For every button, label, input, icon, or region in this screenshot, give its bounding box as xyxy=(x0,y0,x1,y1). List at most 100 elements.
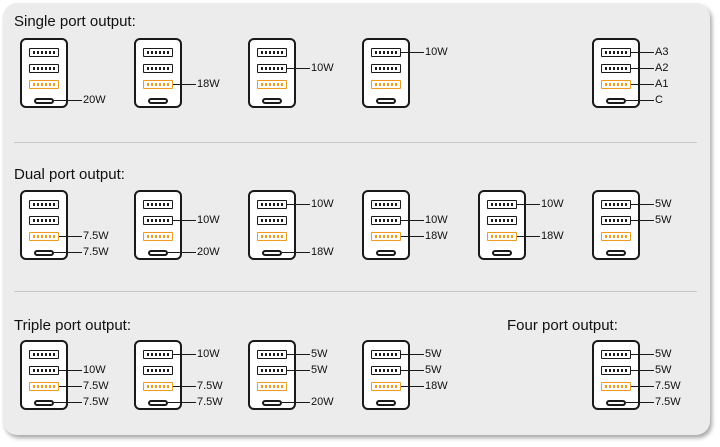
leader-line xyxy=(173,354,196,355)
usb-a-port-icon xyxy=(29,48,59,57)
port-pins xyxy=(33,369,55,372)
usb-c-port-icon xyxy=(262,400,282,406)
port-pins xyxy=(261,67,283,70)
port-output-label: 10W xyxy=(311,198,334,210)
section-title-dual: Dual port output: xyxy=(14,166,125,183)
port-output-label: A2 xyxy=(655,62,669,74)
port-pins xyxy=(605,353,627,356)
port-output-label: 10W xyxy=(541,198,564,210)
port-pins xyxy=(147,385,169,388)
usb-a-port-icon xyxy=(143,350,173,359)
charger-body xyxy=(20,340,68,410)
usb-a-fast-port-icon xyxy=(143,80,173,89)
port-pins xyxy=(261,385,283,388)
port-pins xyxy=(33,67,55,70)
usb-a-port-icon xyxy=(29,366,59,375)
port-pins xyxy=(605,235,627,238)
usb-c-port-icon xyxy=(148,98,168,104)
usb-c-port-icon xyxy=(148,250,168,256)
leader-line xyxy=(631,386,654,387)
usb-a-fast-port-icon xyxy=(29,232,59,241)
port-pins xyxy=(605,385,627,388)
leader-line xyxy=(626,100,654,101)
port-output-label: 5W xyxy=(425,348,442,360)
leader-line xyxy=(287,354,310,355)
leader-line xyxy=(631,84,654,85)
leader-line xyxy=(401,52,424,53)
usb-a-port-icon xyxy=(29,216,59,225)
port-output-label: 10W xyxy=(83,364,106,376)
leader-line xyxy=(631,354,654,355)
port-pins xyxy=(605,67,627,70)
leader-line xyxy=(54,100,82,101)
charger: 10W xyxy=(248,38,334,108)
leader-line xyxy=(631,204,654,205)
leader-line xyxy=(54,402,82,403)
port-output-label: 10W xyxy=(425,46,448,58)
usb-c-port-icon xyxy=(606,250,626,256)
usb-a-fast-port-icon xyxy=(371,80,401,89)
port-output-label: 10W xyxy=(311,62,334,74)
leader-line xyxy=(59,370,82,371)
leader-line xyxy=(517,236,540,237)
port-pins xyxy=(261,235,283,238)
usb-a-port-icon xyxy=(29,200,59,209)
port-output-label: 7.5W xyxy=(83,380,109,392)
section-title-single: Single port output: xyxy=(14,13,136,30)
port-pins xyxy=(33,51,55,54)
usb-c-port-icon xyxy=(262,98,282,104)
usb-a-fast-port-icon xyxy=(601,80,631,89)
charger-body xyxy=(20,38,68,108)
usb-c-port-icon xyxy=(376,98,396,104)
usb-a-port-icon xyxy=(257,366,287,375)
charger: 10W 18W xyxy=(248,190,334,260)
port-pins xyxy=(147,203,169,206)
port-output-label: 18W xyxy=(311,246,334,258)
port-pins xyxy=(33,385,55,388)
port-pins xyxy=(605,203,627,206)
usb-a-port-icon xyxy=(371,200,401,209)
leader-line xyxy=(282,252,310,253)
leader-line xyxy=(626,402,654,403)
charger-body xyxy=(362,190,410,260)
port-pins xyxy=(33,235,55,238)
usb-a-fast-port-icon xyxy=(257,80,287,89)
usb-a-port-icon xyxy=(371,48,401,57)
port-pins xyxy=(33,219,55,222)
port-output-label: 20W xyxy=(311,396,334,408)
port-output-label: 5W xyxy=(655,198,672,210)
port-pins xyxy=(375,219,397,222)
usb-c-port-icon xyxy=(492,250,512,256)
port-pins xyxy=(491,203,513,206)
port-pins xyxy=(261,51,283,54)
usb-a-port-icon xyxy=(257,48,287,57)
usb-a-port-icon xyxy=(601,366,631,375)
section-divider xyxy=(14,142,697,143)
usb-c-port-icon xyxy=(34,250,54,256)
charger-body xyxy=(362,340,410,410)
usb-c-port-icon xyxy=(606,400,626,406)
usb-a-fast-port-icon xyxy=(371,232,401,241)
usb-a-port-icon xyxy=(601,350,631,359)
port-output-label: 5W xyxy=(655,348,672,360)
leader-line xyxy=(168,402,196,403)
leader-line xyxy=(631,370,654,371)
leader-line xyxy=(631,52,654,53)
port-pins xyxy=(147,219,169,222)
port-pins xyxy=(375,51,397,54)
leader-line xyxy=(401,370,424,371)
usb-a-port-icon xyxy=(257,200,287,209)
port-output-label: A1 xyxy=(655,78,669,90)
usb-a-port-icon xyxy=(257,64,287,73)
port-output-label: 18W xyxy=(425,380,448,392)
usb-a-fast-port-icon xyxy=(29,382,59,391)
usb-a-fast-port-icon xyxy=(257,382,287,391)
port-pins xyxy=(261,353,283,356)
port-output-label: 5W xyxy=(311,348,328,360)
charger-body xyxy=(248,190,296,260)
leader-line xyxy=(517,204,540,205)
charger-body xyxy=(248,340,296,410)
